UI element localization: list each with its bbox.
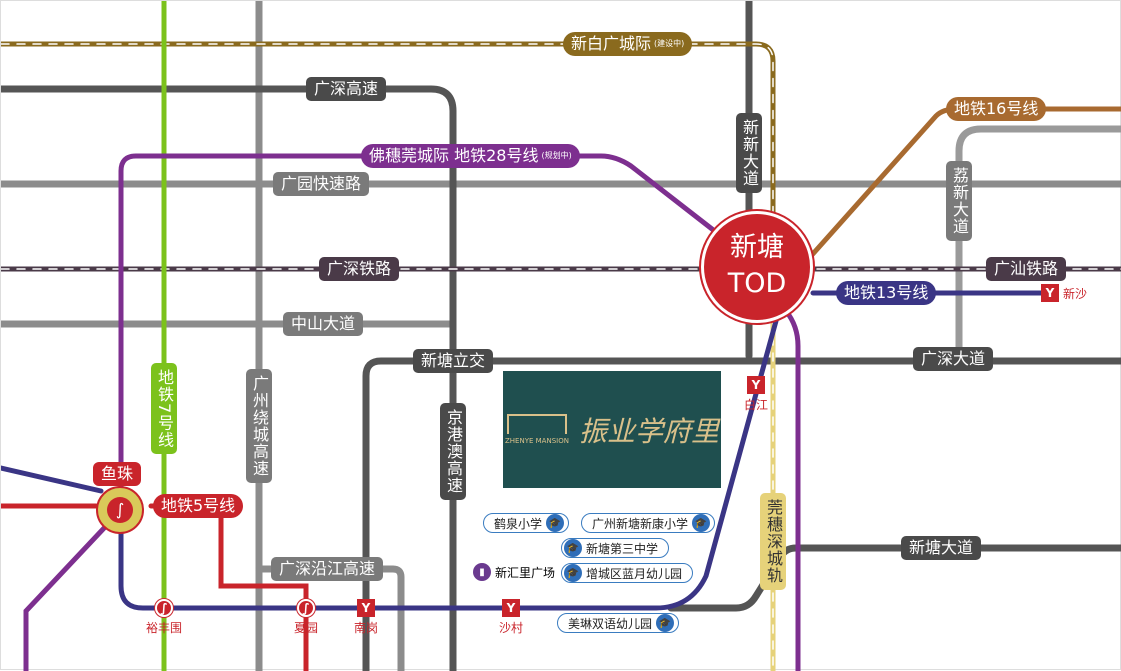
station-yuzhu[interactable]: ∫ — [96, 486, 144, 534]
line28-name: 佛穗莞城际 地铁28号线 — [369, 146, 539, 165]
line7-label: 地铁7号线 — [151, 363, 177, 455]
poi-mall[interactable]: ▮ 新汇里广场 — [473, 563, 555, 581]
station-name: 白江 — [743, 398, 768, 412]
logo-mark: ZHENYE MANSION — [505, 413, 569, 446]
poi-school[interactable]: 广州新塘新康小学🎓 — [581, 513, 716, 533]
road-xintang-lijiao — [362, 357, 1121, 671]
poi-name: 广州新塘新康小学 — [592, 516, 689, 531]
road-xintang-dadao — [667, 544, 1121, 612]
station-baijiang[interactable]: Y 白江 — [731, 376, 781, 413]
guangshan-rail-label: 广汕铁路 — [986, 257, 1067, 281]
rail-xinbai — [1, 41, 776, 219]
xintang-dadao-label: 新塘大道 — [901, 536, 982, 560]
station-xinsha[interactable]: Y 新沙 — [1041, 284, 1101, 302]
station-name: 夏园 — [293, 621, 318, 635]
hub-tod: TOD — [727, 268, 787, 299]
hub-name: 新塘 — [730, 232, 784, 263]
zhongshan-label: 中山大道 — [283, 312, 364, 336]
xinbai-status: (建设中) — [654, 39, 685, 48]
project-logo: ZHENYE MANSION 振业学府里 — [503, 371, 721, 488]
line28-status: (规划中) — [541, 151, 572, 160]
graduation-cap-icon: 🎓 — [692, 514, 711, 532]
graduation-cap-icon: 🎓 — [564, 539, 582, 557]
station-name: 沙村 — [498, 621, 523, 635]
road-lixin — [955, 125, 1121, 365]
shopping-icon: ▮ — [473, 563, 491, 581]
station-name: 裕丰围 — [145, 621, 182, 635]
station-shacun[interactable]: Y 沙村 — [486, 599, 536, 636]
road-yanjiang — [255, 565, 405, 671]
station-name: 南岗 — [353, 621, 378, 635]
guangyuan-label: 广园快速路 — [273, 172, 370, 196]
road-guangshen-gaosu — [1, 85, 457, 671]
station-name: 新沙 — [1063, 286, 1088, 301]
lixin-label: 荔新大道 — [946, 161, 972, 241]
yanjiang-label: 广深沿江高速 — [271, 557, 384, 581]
graduation-cap-icon: 🎓 — [656, 614, 675, 632]
poi-school[interactable]: 🎓 新塘第三中学 — [561, 538, 670, 558]
poi-name: 新汇里广场 — [495, 565, 556, 580]
station-nangang[interactable]: Y 南岗 — [341, 599, 391, 636]
graduation-cap-icon: 🎓 — [564, 564, 582, 582]
line5-label: 地铁5号线 — [153, 494, 244, 518]
poi-school[interactable]: 鹤泉小学🎓 — [483, 513, 570, 533]
metro-y-icon: Y — [502, 599, 520, 617]
station-xiayuan[interactable]: ∫ 夏园 — [281, 599, 331, 636]
metro-y-icon: Y — [1041, 284, 1059, 302]
guangshen-rail-label: 广深铁路 — [319, 257, 400, 281]
metro-logo-icon: ∫ — [297, 599, 315, 617]
xinbai-name: 新白广城际 — [571, 34, 652, 53]
graduation-cap-icon: 🎓 — [546, 514, 565, 532]
station-yufengwei[interactable]: ∫ 裕丰围 — [139, 599, 189, 636]
metro-y-icon: Y — [357, 599, 375, 617]
line28-east — [783, 308, 801, 671]
logo-en: ZHENYE MANSION — [505, 436, 569, 445]
guangshen-dadao-label: 广深大道 — [913, 347, 994, 371]
raocheng-label: 广州绕城高速 — [246, 369, 272, 483]
line28-south — [23, 523, 109, 671]
poi-school[interactable]: 美琳双语幼儿园🎓 — [557, 613, 680, 633]
poi-name: 新塘第三中学 — [586, 541, 659, 556]
metro-logo-icon: ∫ — [107, 497, 133, 523]
poi-name: 增城区蓝月幼儿园 — [586, 566, 683, 581]
poi-name: 美琳双语幼儿园 — [568, 616, 653, 631]
xintang-tod-hub[interactable]: 新塘 TOD — [701, 211, 813, 323]
metro-logo-icon: ∫ — [155, 599, 173, 617]
metro-y-icon: Y — [747, 376, 765, 394]
station-yuzhu-label: 鱼珠 — [93, 462, 142, 486]
xinbai-label: 新白广城际(建设中) — [563, 32, 693, 56]
guangshen-gaosu-label: 广深高速 — [306, 77, 387, 101]
line16-label: 地铁16号线 — [946, 97, 1047, 121]
poi-school[interactable]: 🎓 增城区蓝月幼儿园 — [561, 563, 694, 583]
poi-name: 鹤泉小学 — [494, 516, 543, 531]
line13-label: 地铁13号线 — [836, 281, 937, 305]
logo-cn: 振业学府里 — [578, 414, 719, 448]
line28-label: 佛穗莞城际 地铁28号线(规划中) — [361, 144, 580, 168]
guansuishen-label: 莞穗深城轨 — [760, 493, 786, 590]
xintang-lijiao-label: 新塘立交 — [413, 349, 494, 373]
jinggangao-label: 京港澳高速 — [440, 403, 466, 500]
xinxin-label: 新新大道 — [736, 113, 762, 193]
